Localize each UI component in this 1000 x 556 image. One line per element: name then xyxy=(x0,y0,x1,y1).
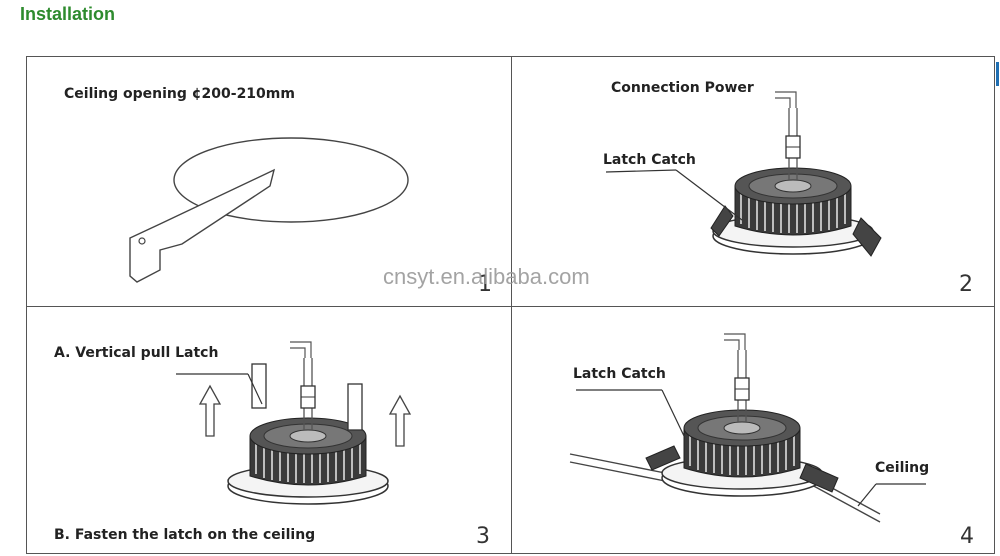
step-4-label-ceiling: Ceiling xyxy=(875,460,930,476)
step-1-label-opening: Ceiling opening ¢200-210mm xyxy=(64,86,295,102)
edge-marker xyxy=(996,62,999,86)
up-arrow-icon xyxy=(198,384,412,447)
step-3-number: 3 xyxy=(476,524,490,549)
step-3-label-vertical-pull: A. Vertical pull Latch xyxy=(54,345,219,361)
step-4-number: 4 xyxy=(960,524,974,549)
step-2-label-latch-catch: Latch Catch xyxy=(603,152,696,168)
step-2-number: 2 xyxy=(959,272,973,297)
step-4-label-latch-catch: Latch Catch xyxy=(573,366,666,382)
step-1-number: 1 xyxy=(478,272,492,297)
watermark: cnsyt.en.alibaba.com xyxy=(383,264,590,289)
page-title: Installation xyxy=(20,4,116,24)
fixture-connection-illustration xyxy=(710,91,882,257)
ceiling-latch-illustration xyxy=(569,333,881,523)
vertical-pull-illustration xyxy=(227,341,389,505)
step-3-label-fasten: B. Fasten the latch on the ceiling xyxy=(54,527,316,543)
step-2-label-connection-power: Connection Power xyxy=(611,80,754,96)
ceiling-opening-illustration xyxy=(129,137,409,283)
